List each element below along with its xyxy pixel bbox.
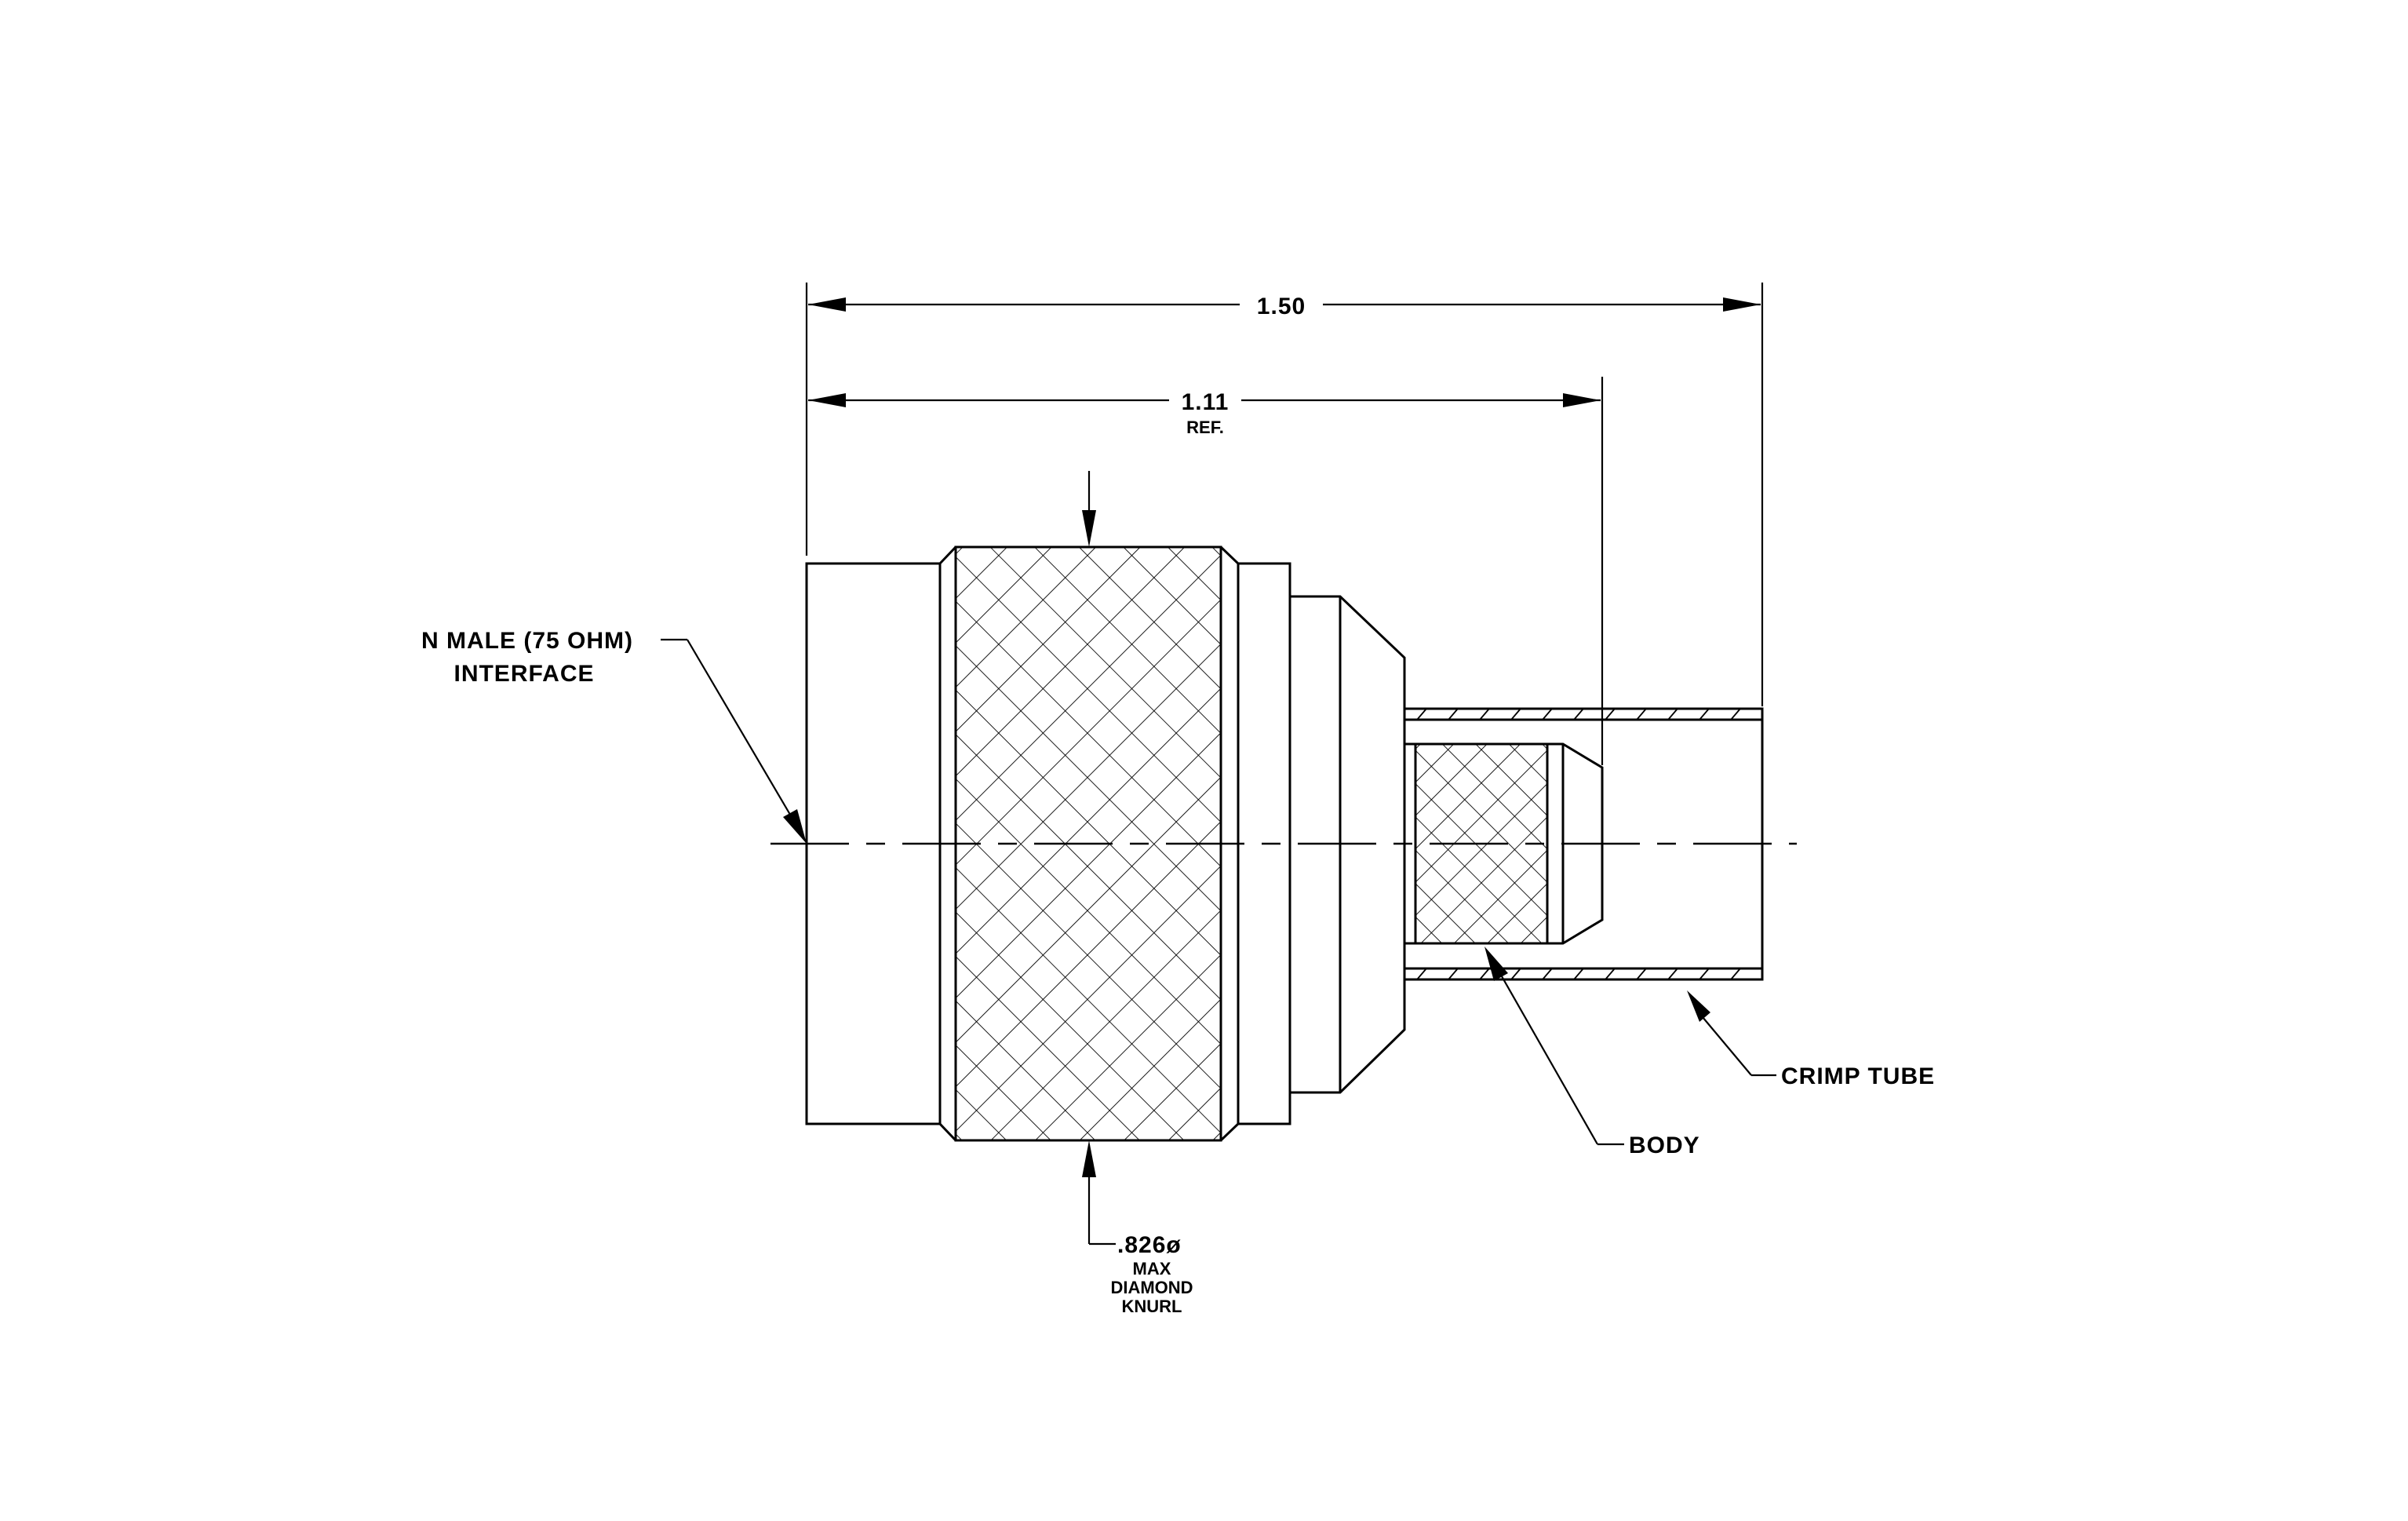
leader-arrowhead bbox=[1687, 990, 1710, 1022]
crimp-tube-label: CRIMP TUBE bbox=[1781, 1063, 1935, 1089]
reference-note: REF. bbox=[1186, 418, 1224, 437]
knurl-diameter-callout: .826ø MAX DIAMOND KNURL bbox=[1082, 471, 1193, 1316]
overall-length-dimension: 1.50 bbox=[805, 283, 1764, 706]
interface-label-line2: INTERFACE bbox=[454, 661, 594, 687]
interface-callout: N MALE (75 OHM) INTERFACE bbox=[421, 628, 807, 844]
reference-length-dimension: 1.11 REF. bbox=[808, 377, 1604, 765]
arrowhead-bottom bbox=[1082, 1140, 1096, 1177]
knurl-note-line2: DIAMOND bbox=[1110, 1278, 1193, 1297]
body-label: BODY bbox=[1629, 1133, 1700, 1158]
leader-arrowhead bbox=[783, 809, 807, 844]
arrowhead-right bbox=[1723, 297, 1761, 312]
arrowhead-top bbox=[1082, 510, 1096, 547]
leader-arrowhead bbox=[1485, 947, 1508, 981]
crimp-tube-callout: CRIMP TUBE bbox=[1687, 990, 1935, 1089]
knurl-diameter-value: .826ø bbox=[1117, 1232, 1182, 1258]
arrowhead-left bbox=[808, 297, 846, 312]
knurl-note-line1: MAX bbox=[1133, 1259, 1171, 1278]
body-callout: BODY bbox=[1485, 947, 1700, 1158]
overall-length-value: 1.50 bbox=[1257, 294, 1306, 319]
reference-length-value: 1.11 bbox=[1182, 389, 1230, 415]
interface-label-line1: N MALE (75 OHM) bbox=[421, 628, 633, 654]
knurl-note-line3: KNURL bbox=[1122, 1297, 1182, 1316]
